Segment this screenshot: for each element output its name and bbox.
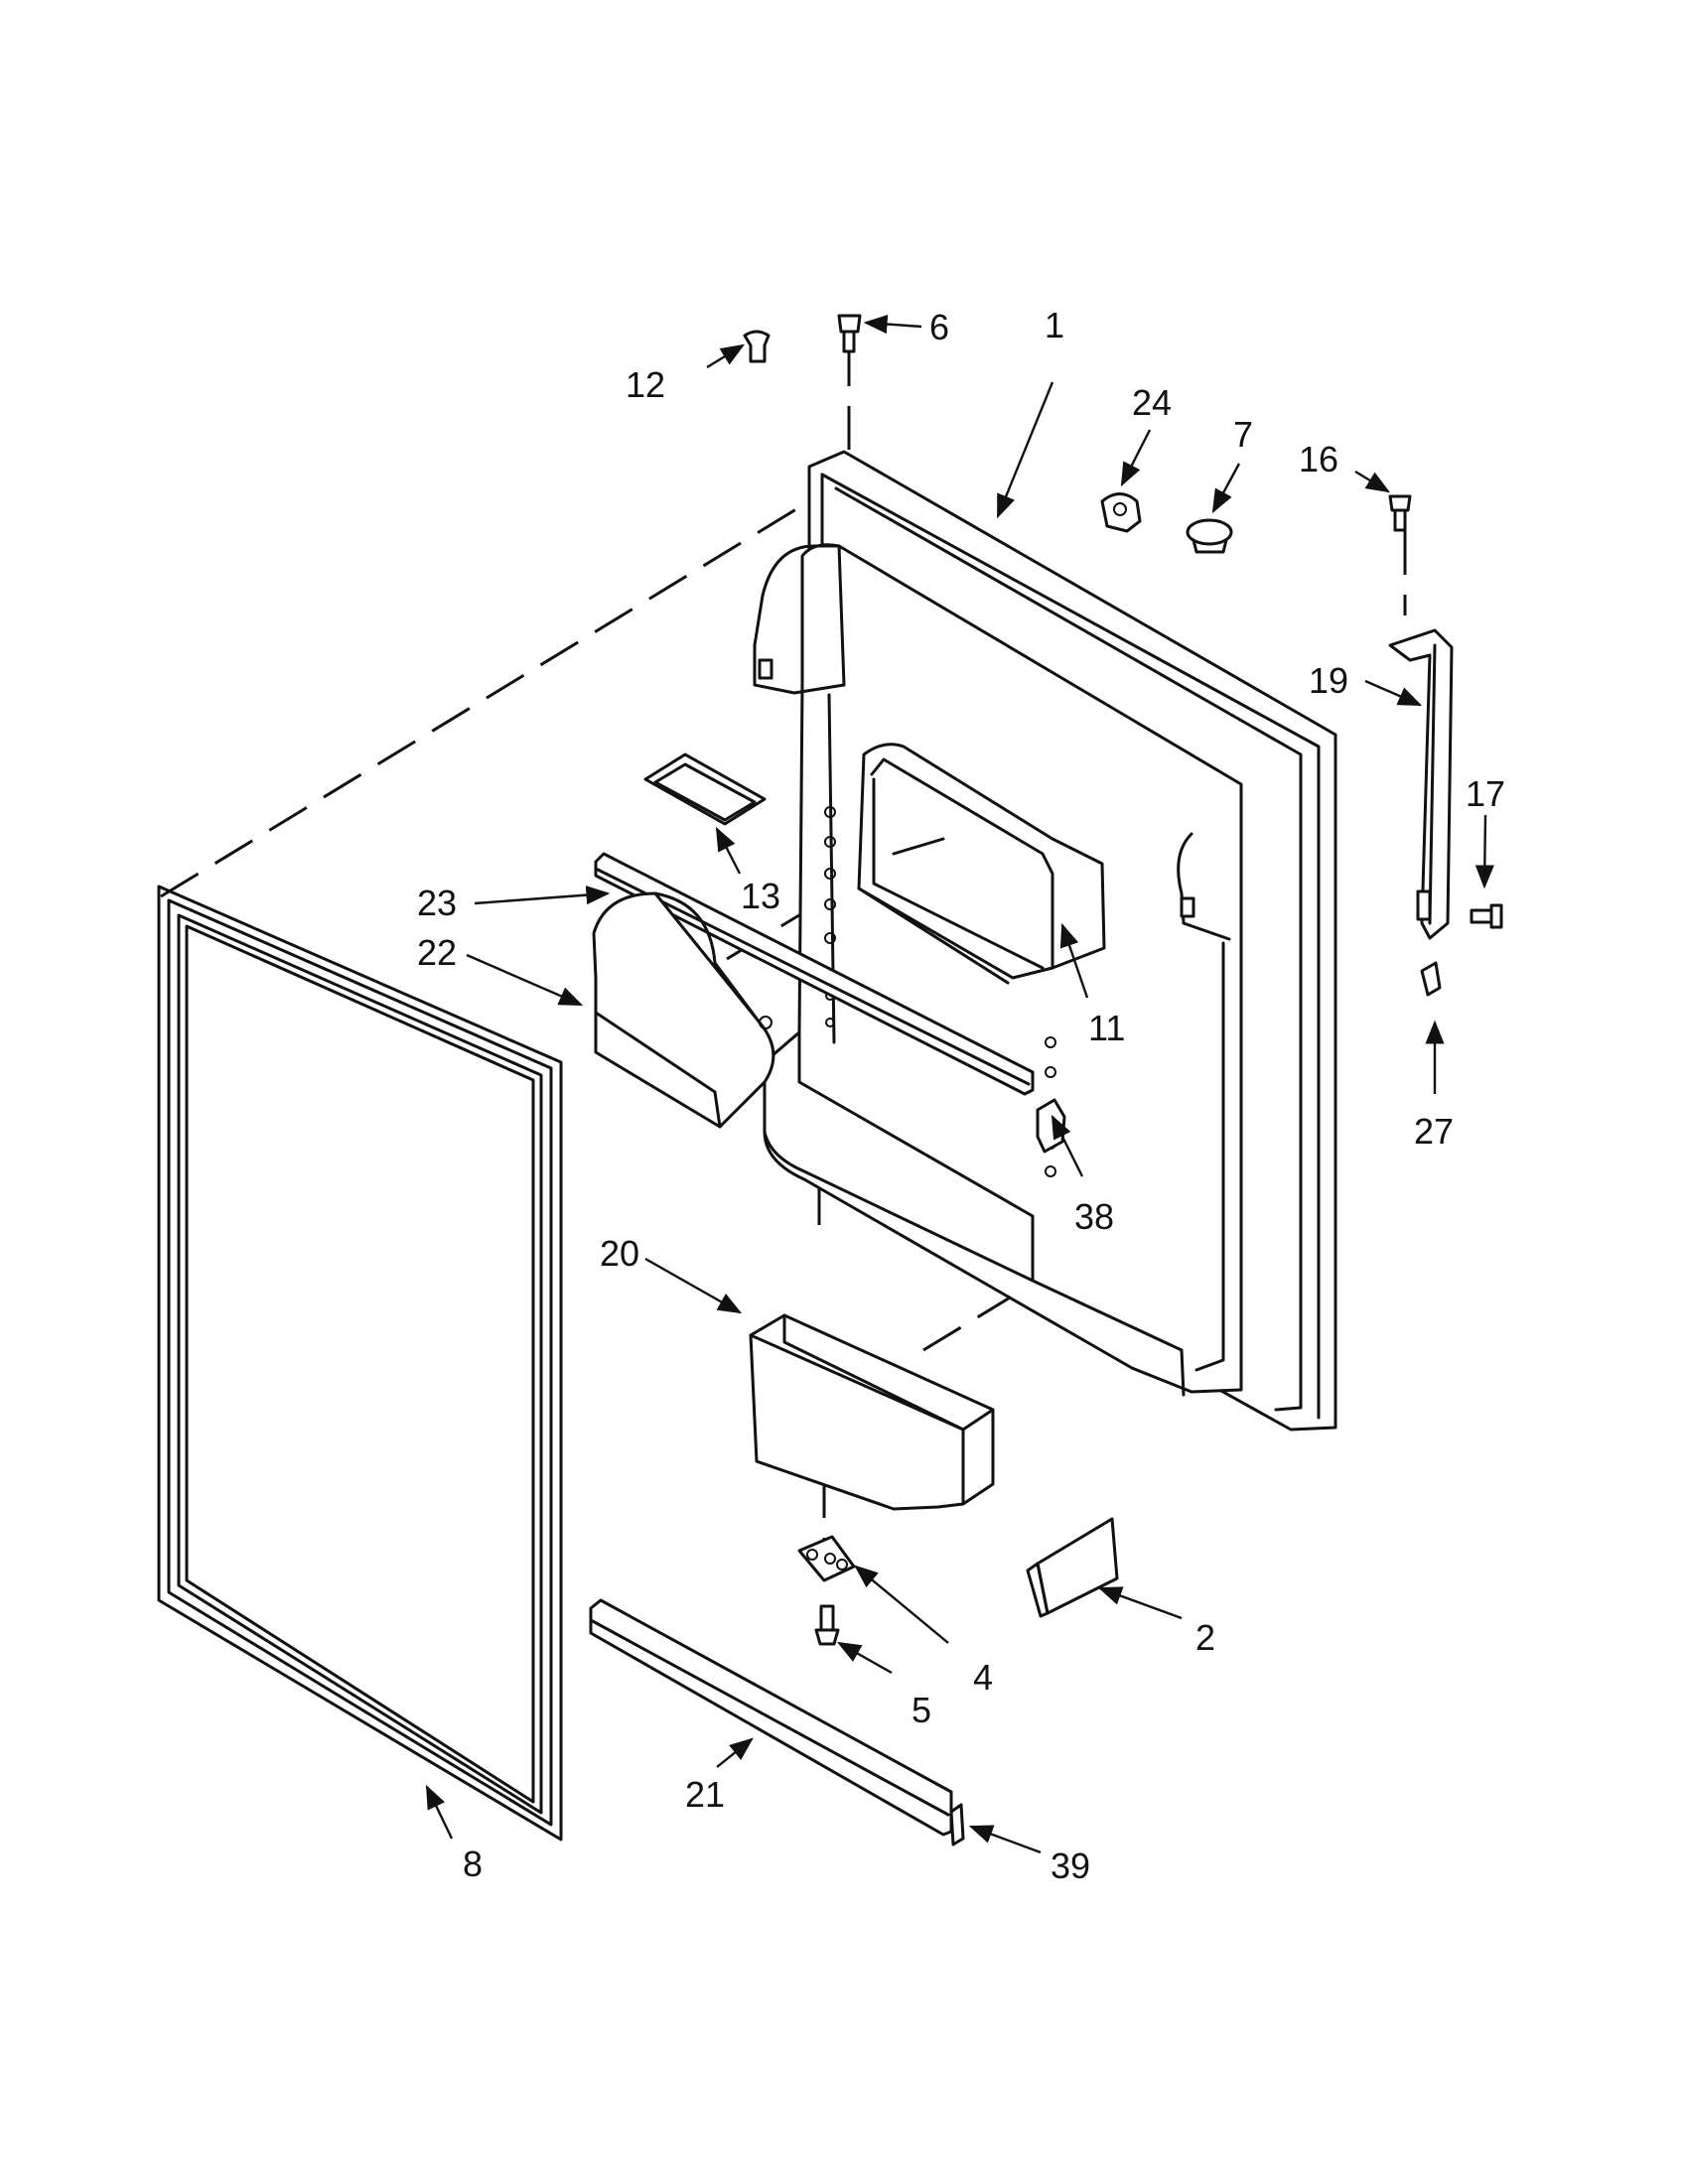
top-screw bbox=[837, 314, 862, 353]
label-part-6: 6 bbox=[929, 307, 949, 347]
label-part-38: 38 bbox=[1074, 1196, 1114, 1237]
handle-screw-top bbox=[1388, 494, 1412, 532]
plug-button bbox=[743, 330, 771, 363]
shelf-bar bbox=[594, 852, 1035, 1096]
label-part-19: 19 bbox=[1309, 660, 1348, 701]
label-part-2: 2 bbox=[1195, 1617, 1215, 1658]
hinge-cap bbox=[1100, 492, 1142, 533]
part-labels: 12 6 1 24 7 16 19 17 27 13 23 22 11 38 2… bbox=[417, 305, 1505, 1886]
label-part-7: 7 bbox=[1233, 414, 1253, 455]
handle-screw-side bbox=[1470, 903, 1503, 929]
label-part-16: 16 bbox=[1299, 439, 1338, 479]
dairy-compartment bbox=[592, 891, 775, 1129]
label-part-12: 12 bbox=[626, 364, 665, 405]
door-bin bbox=[749, 1313, 995, 1511]
leader-lines bbox=[425, 314, 1494, 1854]
label-part-5: 5 bbox=[912, 1690, 931, 1730]
label-part-24: 24 bbox=[1132, 382, 1172, 423]
door-gasket bbox=[157, 885, 563, 1842]
lower-trim bbox=[589, 1598, 953, 1837]
label-part-20: 20 bbox=[600, 1233, 639, 1274]
trim-cap bbox=[949, 1803, 965, 1846]
label-part-22: 22 bbox=[417, 932, 457, 973]
label-part-39: 39 bbox=[1051, 1845, 1090, 1886]
label-part-8: 8 bbox=[463, 1843, 483, 1884]
shelf-clip bbox=[1036, 1098, 1066, 1154]
label-part-23: 23 bbox=[417, 883, 457, 923]
label-part-1: 1 bbox=[1045, 305, 1064, 345]
handle-cap bbox=[1420, 961, 1442, 997]
hinge-screw bbox=[814, 1604, 840, 1646]
can-rack bbox=[857, 743, 1106, 985]
cover-panel bbox=[1026, 1517, 1119, 1618]
lower-hinge bbox=[797, 1535, 856, 1582]
butter-lid bbox=[643, 752, 767, 826]
label-part-4: 4 bbox=[973, 1657, 993, 1698]
door-handle bbox=[1388, 628, 1454, 940]
label-part-13: 13 bbox=[741, 876, 780, 916]
label-part-27: 27 bbox=[1414, 1111, 1454, 1152]
label-part-21: 21 bbox=[685, 1774, 725, 1815]
label-part-17: 17 bbox=[1466, 773, 1505, 814]
label-part-11: 11 bbox=[1088, 1008, 1125, 1048]
hole-plug bbox=[1186, 518, 1233, 554]
